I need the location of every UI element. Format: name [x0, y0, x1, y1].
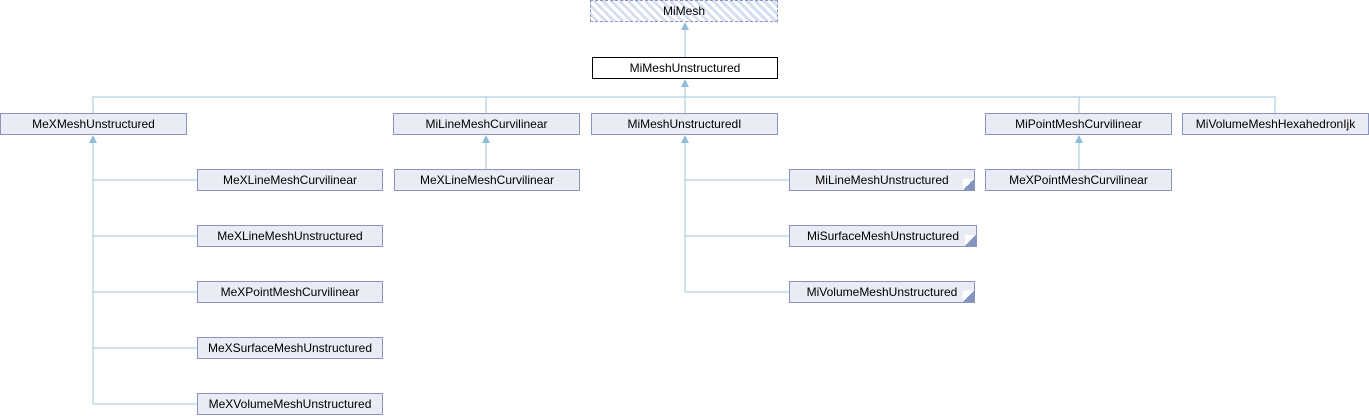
node-label: MiVolumeMeshHexahedronIjk	[1195, 117, 1356, 131]
node-milinemeshcurvilinear[interactable]: MiLineMeshCurvilinear	[393, 113, 580, 135]
node-label: MeXSurfaceMeshUnstructured	[207, 341, 373, 355]
node-label: MeXVolumeMeshUnstructured	[208, 397, 372, 411]
node-mipointmeshcurvilinear[interactable]: MiPointMeshCurvilinear	[985, 113, 1172, 135]
arrow-up-icon	[681, 22, 689, 30]
arrow-up-icon	[482, 135, 490, 143]
node-label: MeXPointMeshCurvilinear	[1009, 173, 1148, 187]
arrow-up-icon	[1075, 135, 1083, 143]
node-mexpointmeshcurvilinear-2[interactable]: MeXPointMeshCurvilinear	[197, 281, 383, 303]
edge-toprow-bus	[92, 96, 1276, 113]
node-mexsurfacemeshunstructured[interactable]: MeXSurfaceMeshUnstructured	[197, 337, 383, 359]
node-milinemeshunstructured[interactable]: MiLineMeshUnstructured	[789, 169, 975, 191]
node-label: MiLineMeshUnstructured	[815, 173, 949, 187]
node-mexmeshunstructured[interactable]: MeXMeshUnstructured	[0, 113, 187, 135]
node-mexvolumemeshunstructured[interactable]: MeXVolumeMeshUnstructured	[197, 393, 383, 415]
node-label: MiMeshUnstructured	[629, 61, 741, 75]
truncated-corner-icon	[963, 291, 974, 302]
truncated-corner-icon	[965, 235, 976, 246]
node-mexpointmeshcurvilinear-1[interactable]: MeXPointMeshCurvilinear	[985, 169, 1172, 191]
node-label: MiMesh	[662, 4, 705, 18]
node-label: MiVolumeMeshUnstructured	[806, 285, 958, 299]
node-mimeshunstructuredi[interactable]: MiMeshUnstructuredI	[591, 113, 778, 135]
node-mivolumemeshunstructured[interactable]: MiVolumeMeshUnstructured	[789, 281, 975, 303]
node-mexlinemeshcurvilinear-2[interactable]: MeXLineMeshCurvilinear	[394, 169, 580, 191]
node-label: MeXMeshUnstructured	[32, 117, 155, 131]
arrow-up-icon	[89, 135, 97, 143]
arrow-up-icon	[681, 79, 689, 87]
node-mexlinemeshunstructured[interactable]: MeXLineMeshUnstructured	[197, 225, 383, 247]
node-misurfacemeshunstructured[interactable]: MiSurfaceMeshUnstructured	[789, 225, 977, 247]
node-label: MeXLineMeshCurvilinear	[222, 173, 358, 187]
node-label: MiPointMeshCurvilinear	[1015, 117, 1142, 131]
node-label: MiMeshUnstructuredI	[627, 117, 742, 131]
arrow-up-icon	[681, 135, 689, 143]
node-mimeshunstructured: MiMeshUnstructured	[592, 57, 778, 79]
truncated-corner-icon	[963, 179, 974, 190]
node-label: MeXPointMeshCurvilinear	[220, 285, 360, 299]
node-label: MiLineMeshCurvilinear	[425, 117, 548, 131]
node-label: MeXLineMeshCurvilinear	[419, 173, 555, 187]
node-mimesh: MiMesh	[590, 0, 778, 22]
node-label: MeXLineMeshUnstructured	[217, 229, 363, 243]
node-mivolumemeshhexahedronijk[interactable]: MiVolumeMeshHexahedronIjk	[1182, 113, 1369, 135]
node-mexlinemeshcurvilinear-1[interactable]: MeXLineMeshCurvilinear	[197, 169, 383, 191]
node-label: MiSurfaceMeshUnstructured	[806, 229, 960, 243]
